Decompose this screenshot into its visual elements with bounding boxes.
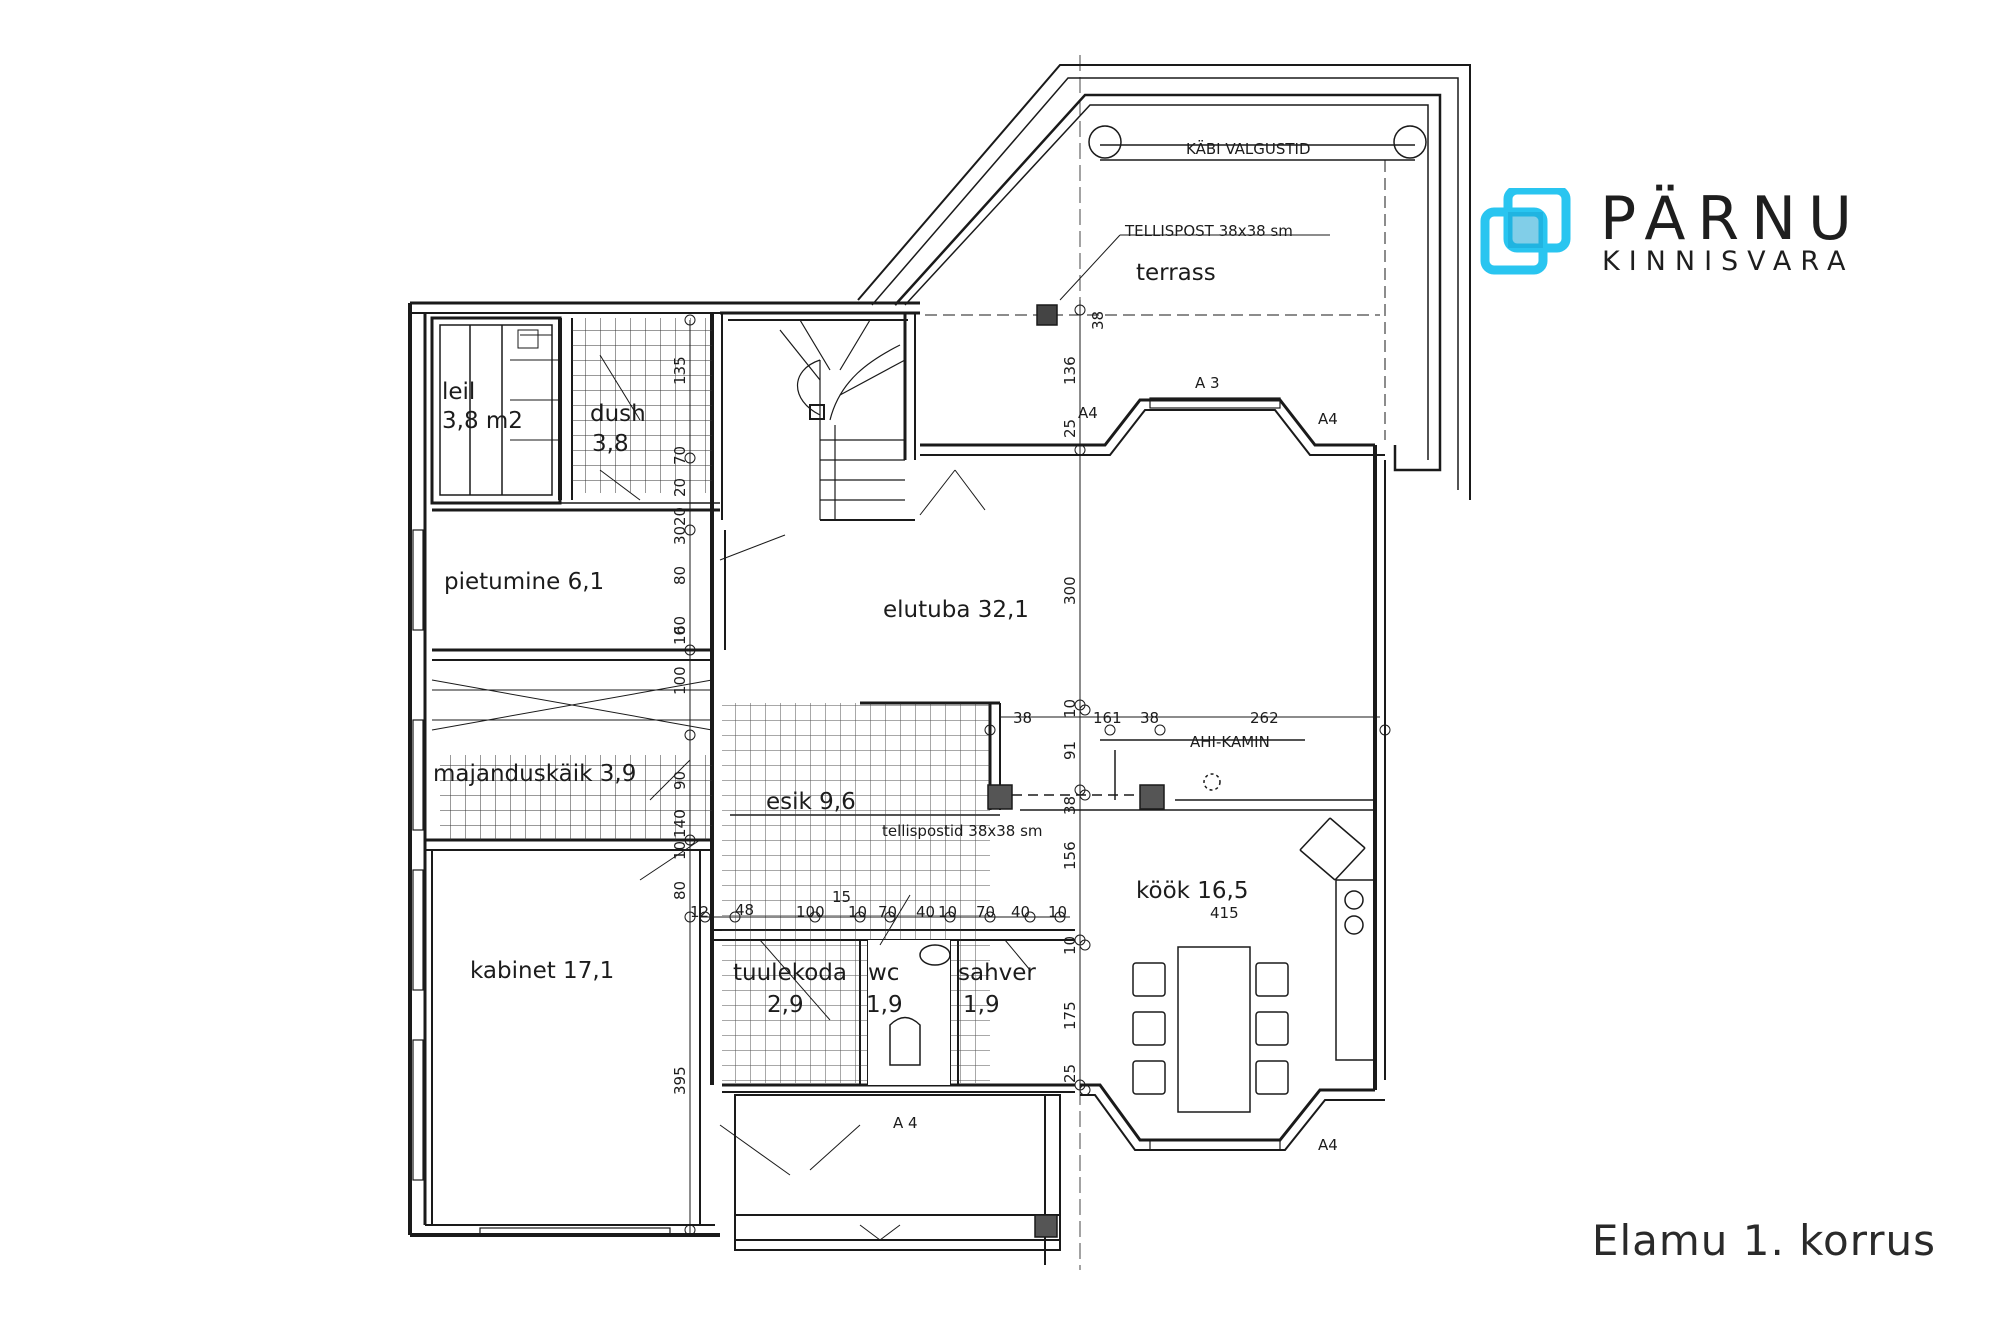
dim-label: 100 [671,666,689,695]
dim-label: 15 [832,888,851,906]
room-area-tuulekoda: 2,9 [767,992,804,1018]
note-fireplace: AHI-KAMIN [1190,733,1270,751]
dim-label: 30 [671,526,689,545]
room-label-terrass: terrass [1136,260,1216,286]
dim-label: 10 [1061,699,1079,718]
dim-label: 10 [848,903,867,921]
sauna-bench [510,329,560,441]
room-area-wc: 1,9 [866,992,903,1018]
dim-label: 25 [1061,1064,1079,1083]
room-label-esik: esik 9,6 [766,789,856,815]
marker-a4-top-left: A4 [1078,404,1098,422]
dim-label: 38 [1089,311,1107,330]
dim-label: 10 [1048,903,1067,921]
brand-name: PÄRNU [1600,184,1864,254]
room-area-leil: 3,8 m2 [442,408,523,434]
dimension-labels-west: 135 70 20 20 30 80 60 10 100 90 140 10 8… [671,356,689,1095]
note-pillar-top: TELLISPOST 38x38 sm [1124,222,1293,240]
note-pillars-mid: tellispostid 38x38 sm [882,822,1043,840]
marker-a4-bottom-right: A4 [1318,1136,1338,1154]
plan-notes: KÄBI VALGUSTID TELLISPOST 38x38 sm telli… [882,139,1311,840]
dim-label: 20 [671,507,689,526]
dim-label: 91 [1061,741,1079,760]
columns [987,739,1375,1238]
dim-label: 90 [671,771,689,790]
staircase [779,319,906,520]
room-label-kook: köök 16,5 [1136,878,1248,904]
dim-label: 10 [1061,936,1079,955]
dim-label: 70 [671,446,689,465]
dim-label: 395 [671,1066,689,1095]
room-label-kabinet: kabinet 17,1 [470,958,614,984]
dim-label: 20 [671,478,689,497]
room-label-pesemine: pietumine 6,1 [444,569,604,595]
room-labels: leil 3,8 m2 dush 3,8 pietumine 6,1 majan… [433,260,1248,1018]
dim-label: 40 [916,903,935,921]
room-area-dush: 3,8 [592,431,629,457]
dim-label: 140 [671,809,689,838]
dim-label: 40 [1011,903,1030,921]
brand-logo: PÄRNU KINNISVARA [1478,184,1978,283]
dim-label: 300 [1061,576,1079,605]
dim-label: 25 [1061,419,1079,438]
dimension-labels-horizontal: 38 161 38 262 12 48 100 15 10 70 40 10 7… [690,709,1279,922]
dimension-labels-east: 38 136 25 300 10 91 38 156 10 175 25 [1061,311,1107,1083]
room-label-dush: dush [590,401,646,427]
dim-label: 80 [671,566,689,585]
dim-label: 38 [1013,709,1032,727]
dim-label: 60 [671,616,689,635]
dim-label: 38 [1061,796,1079,815]
room-area-sahver: 1,9 [963,992,1000,1018]
dim-label: 10 [671,841,689,860]
dim-label: 70 [878,903,897,921]
marker-a4-top-right: A4 [1318,410,1338,428]
room-label-elutuba: elutuba 32,1 [883,597,1029,623]
brand-subtitle: KINNISVARA [1602,246,1855,277]
dim-label: 38 [1140,709,1159,727]
dim-label: 156 [1061,841,1079,870]
dim-label: 175 [1061,1001,1079,1030]
shelving-x [431,679,713,731]
marker-a3: A 3 [1195,374,1220,392]
dim-label: 136 [1061,356,1079,385]
terrace [857,55,1471,1270]
dim-label: 100 [796,903,825,921]
note-skylights: KÄBI VALGUSTID [1186,139,1311,158]
room-label-leil: leil [442,379,475,405]
brand-logo-icon [1480,188,1571,275]
dim-label: 80 [671,881,689,900]
dimension-lines [684,300,1391,1236]
dim-label: 415 [1210,904,1239,922]
dim-label: 135 [671,356,689,385]
dim-label: 70 [976,903,995,921]
room-label-wc: wc [868,960,899,986]
dim-label: 10 [671,626,689,645]
dim-label: 10 [938,903,957,921]
dim-label: 161 [1093,709,1122,727]
section-markers: A 3 A4 A4 A 4 A4 [893,374,1338,1154]
dim-label: 262 [1250,709,1279,727]
room-label-majanduskaik: majanduskäik 3,9 [433,761,636,787]
dim-label: 48 [735,901,754,919]
floor-caption: Elamu 1. korrus [1591,1216,1936,1265]
wc-fixtures [889,944,951,1066]
tile-areas [440,318,990,1085]
windows [412,397,1281,1236]
dim-label: 12 [690,903,709,921]
room-label-tuulekoda: tuulekoda [733,960,847,986]
marker-a4-bottom: A 4 [893,1114,918,1132]
room-label-sahver: sahver [958,960,1036,986]
kitchen-furniture [1132,817,1377,1113]
